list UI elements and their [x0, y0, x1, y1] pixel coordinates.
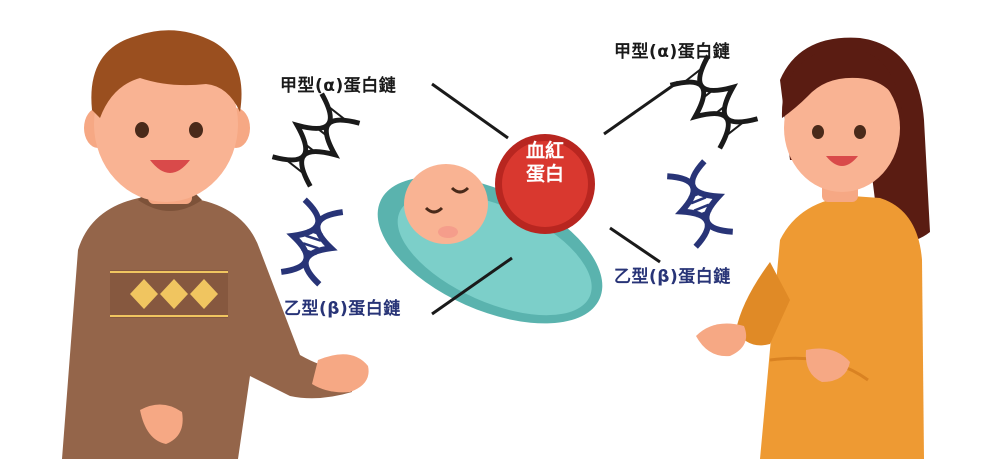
line-alpha-left — [431, 82, 509, 140]
baby-cheek — [438, 226, 458, 238]
dna-icon — [271, 92, 361, 188]
label-alpha-chain-right: 甲型(α)蛋白鏈 — [614, 42, 731, 62]
mother-face — [784, 64, 900, 192]
baby-eye-left — [424, 206, 444, 214]
line-beta-right — [609, 226, 661, 264]
father-eye-left — [135, 122, 149, 138]
baby-face — [404, 164, 488, 244]
sweater-diamonds — [130, 279, 218, 309]
line-beta-left — [431, 256, 513, 316]
hemoglobin-label-line2: 蛋白 — [525, 163, 564, 185]
father-hair — [91, 30, 242, 119]
dna-icon — [669, 54, 759, 150]
father-hand-lower — [140, 404, 183, 444]
father-hand — [312, 354, 369, 393]
label-beta-chain-left: 乙型(β)蛋白鏈 — [284, 299, 401, 319]
label-alpha-chain-left: 甲型(α)蛋白鏈 — [280, 76, 397, 96]
mother-mouth — [826, 156, 858, 166]
father-mouth — [150, 160, 190, 173]
mother-hand — [696, 323, 747, 357]
hemoglobin-circle — [502, 141, 588, 227]
dna-icon — [280, 197, 344, 287]
father-eye-right — [189, 122, 203, 138]
line-alpha-right — [603, 80, 679, 136]
mother-figure — [696, 37, 930, 459]
father-face — [94, 46, 238, 202]
hemoglobin-label-line1: 血紅 — [525, 140, 564, 162]
dna-icon — [666, 159, 734, 249]
mother-dress — [760, 196, 924, 459]
baby-eye-right — [450, 186, 470, 194]
label-beta-chain-right: 乙型(β)蛋白鏈 — [614, 267, 731, 287]
mother-arm — [736, 262, 790, 346]
father-sweater — [62, 196, 352, 459]
hemoglobin-label: 血紅 蛋白 — [497, 140, 593, 186]
connector-lines — [431, 80, 679, 316]
mother-eye-right — [854, 125, 866, 139]
father-figure — [62, 30, 369, 459]
mother-hand-lower — [805, 348, 850, 382]
mother-eye-left — [812, 125, 824, 139]
mother-hair-front — [781, 47, 902, 119]
